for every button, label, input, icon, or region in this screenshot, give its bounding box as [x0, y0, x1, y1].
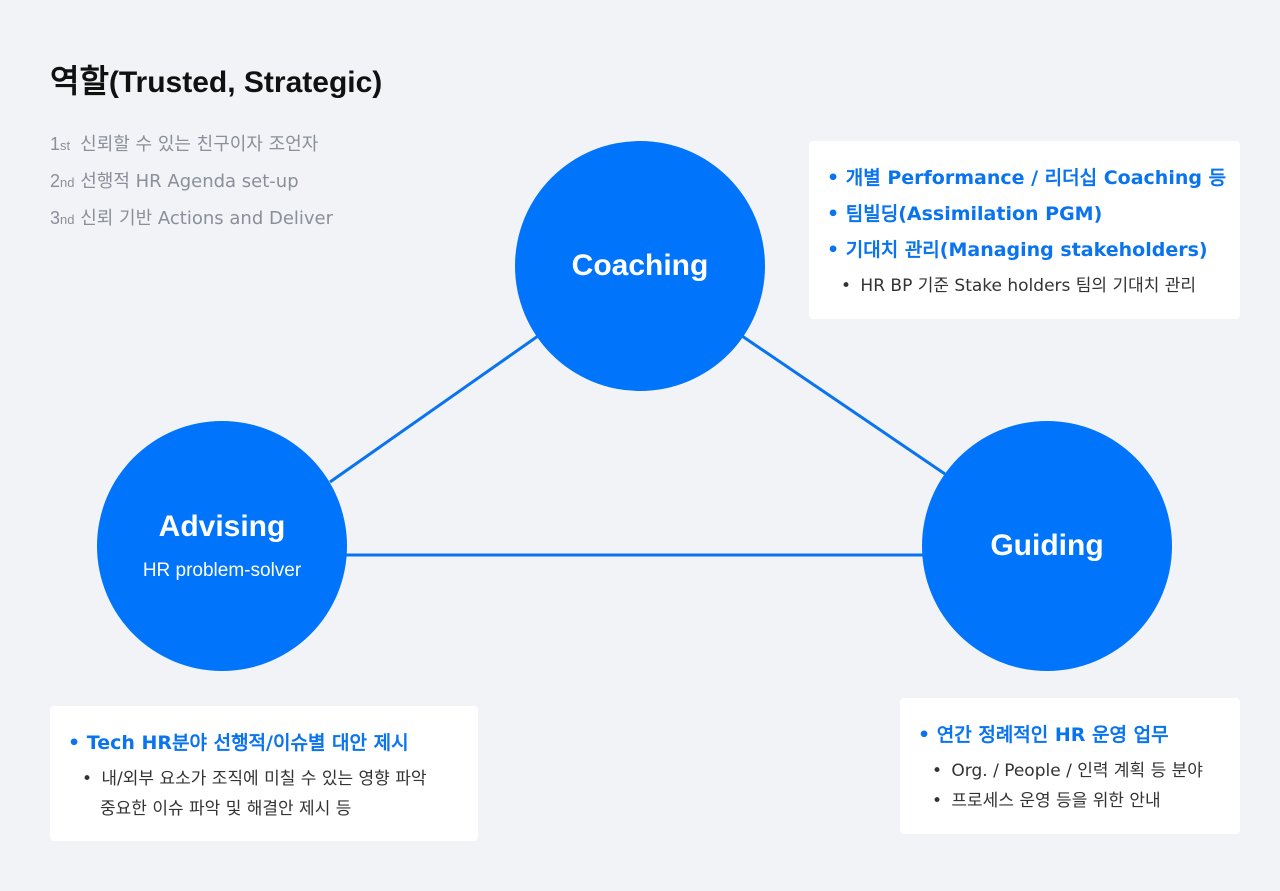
- guiding-circle: Guiding: [922, 421, 1172, 671]
- principle-1: 1st 신뢰할 수 있는 친구이자 조언자: [50, 130, 333, 167]
- page-title-sub: (Trusted, Strategic): [108, 66, 383, 99]
- coaching-item: • 팀빌딩(Assimilation PGM): [827, 203, 1103, 225]
- coaching-item: • 개별 Performance / 리더십 Coaching 등: [827, 167, 1227, 189]
- connector-coaching-guiding: [741, 334, 946, 476]
- principle-ordinal: 1st: [50, 134, 71, 154]
- connector-advising-coaching: [329, 334, 539, 484]
- advising-circle: Advising HR problem-solver: [97, 421, 347, 671]
- coaching-item: • 기대치 관리(Managing stakeholders): [827, 239, 1208, 261]
- guiding-subitem: • Org. / People / 인력 계획 등 분야: [932, 761, 1203, 781]
- page-title: 역할(Trusted, Strategic): [50, 56, 382, 102]
- advising-item: • Tech HR분야 선행적/이슈별 대안 제시: [68, 732, 409, 754]
- coaching-label: Coaching: [571, 249, 709, 282]
- advising-description: HR problem-solver: [142, 560, 302, 581]
- guiding-card: • 연간 정례적인 HR 운영 업무 • Org. / People / 인력 …: [900, 698, 1240, 834]
- advising-subitem-continued: 중요한 이슈 파악 및 해결안 제시 등: [100, 799, 352, 819]
- guiding-label: Guiding: [990, 529, 1104, 562]
- coaching-subitem: • HR BP 기준 Stake holders 팀의 기대치 관리: [841, 276, 1197, 296]
- advising-card: • Tech HR분야 선행적/이슈별 대안 제시 • 내/외부 요소가 조직에…: [50, 706, 478, 841]
- principle-text: 신뢰할 수 있는 친구이자 조언자: [80, 134, 319, 155]
- principles-list: 1st 신뢰할 수 있는 친구이자 조언자 2nd 선행적 HR Agenda s…: [50, 130, 333, 241]
- principle-text: 신뢰 기반 Actions and Deliver: [80, 208, 334, 229]
- page-title-main: 역할: [50, 62, 109, 100]
- principle-ordinal: 3nd: [50, 208, 75, 228]
- guiding-item: • 연간 정례적인 HR 운영 업무: [918, 724, 1169, 746]
- advising-label: Advising: [158, 510, 286, 543]
- principle-2: 2nd 선행적 HR Agenda set-up: [50, 167, 333, 204]
- principle-3: 3nd 신뢰 기반 Actions and Deliver: [50, 204, 333, 241]
- principle-ordinal: 2nd: [50, 171, 75, 191]
- guiding-subitem: • 프로세스 운영 등을 위한 안내: [932, 791, 1161, 811]
- coaching-card: • 개별 Performance / 리더십 Coaching 등 • 팀빌딩(…: [809, 141, 1240, 319]
- coaching-circle: Coaching: [515, 141, 765, 391]
- advising-subitem: • 내/외부 요소가 조직에 미칠 수 있는 영향 파악: [82, 769, 427, 789]
- principle-text: 선행적 HR Agenda set-up: [80, 171, 299, 192]
